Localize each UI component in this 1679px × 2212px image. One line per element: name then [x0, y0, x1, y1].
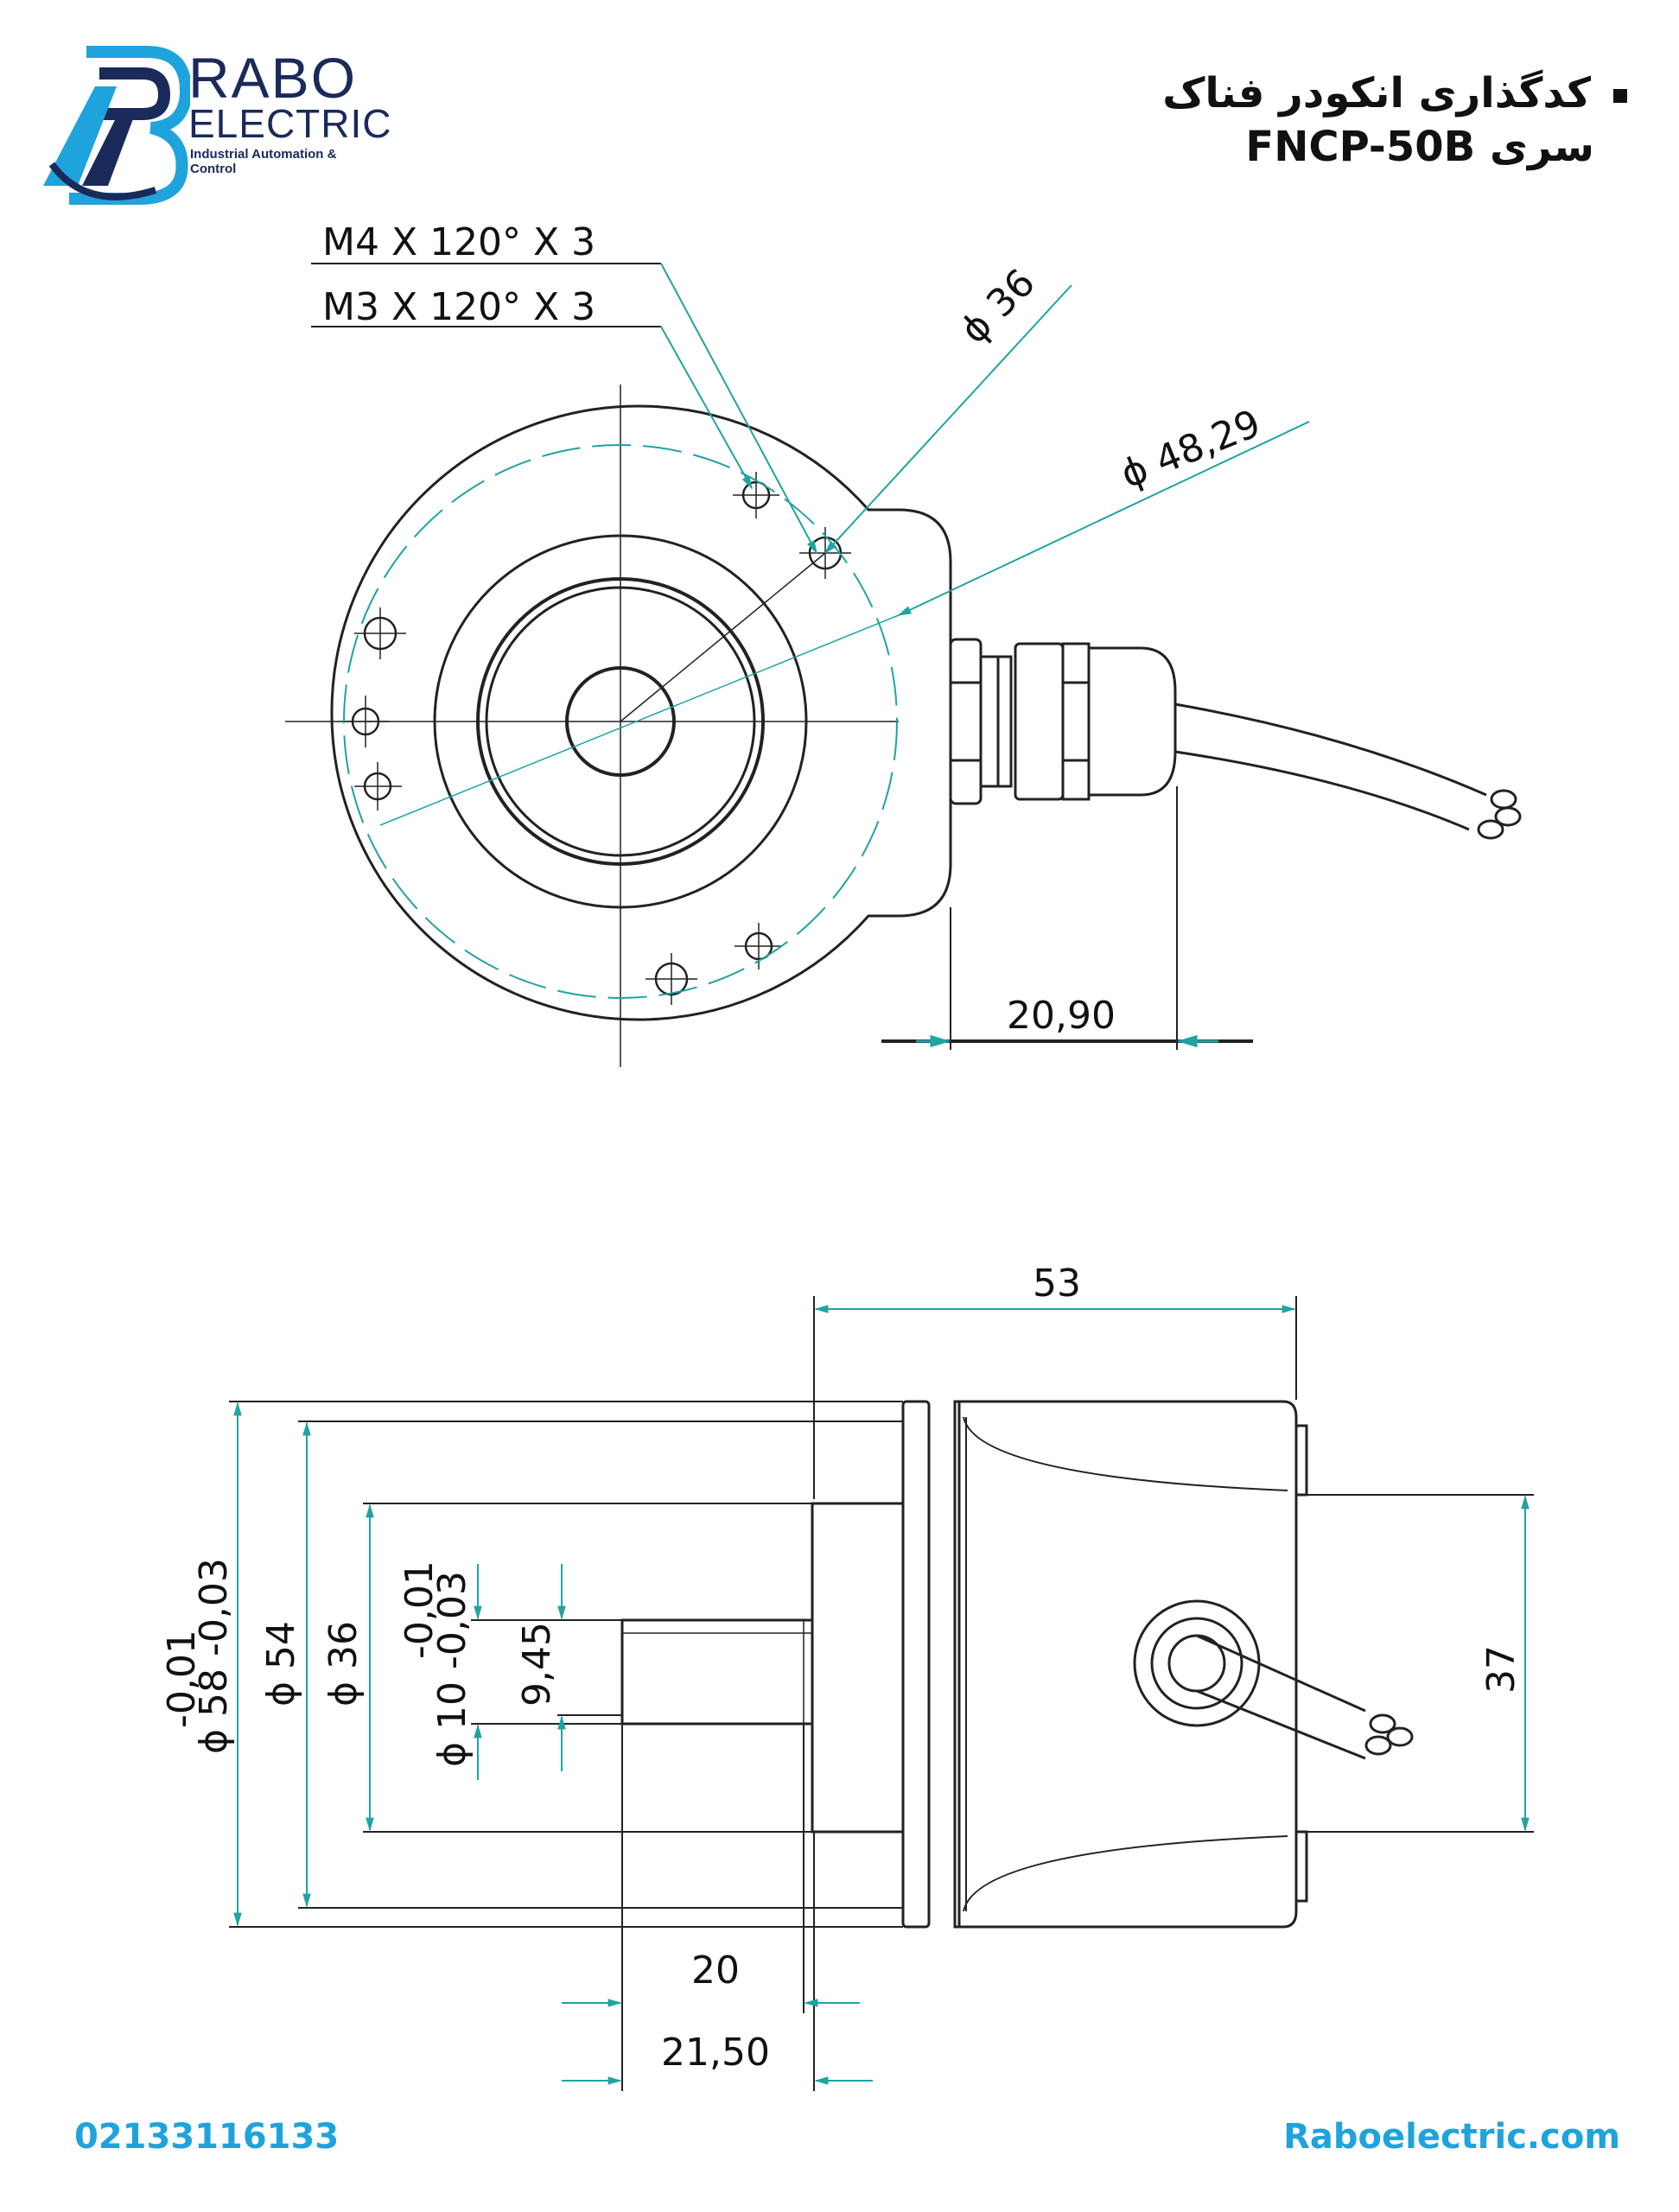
- title-line2: سری FNCP-50B: [1245, 123, 1594, 171]
- label-dia-10-tol-upper: -0,01: [397, 1560, 442, 1659]
- label-dia-36: ϕ 36: [952, 261, 1044, 353]
- label-flat-945: 9,45: [515, 1622, 559, 1707]
- label-cable-offset: 20,90: [1007, 994, 1116, 1038]
- hub: [811, 1502, 905, 1834]
- label-dia-48: ϕ 48,29: [1115, 402, 1267, 498]
- side-cable-gland: [1133, 1599, 1414, 1760]
- footer-website[interactable]: Raboelectric.com: [1283, 2117, 1620, 2157]
- brand-logo: RABO ELECTRIC Industrial Automation & Co…: [35, 35, 391, 207]
- label-overall-53: 53: [1033, 1262, 1081, 1306]
- label-dia-58: ϕ 58 -0,03: [192, 1558, 236, 1754]
- label-dia-36-side: ϕ 36: [321, 1621, 366, 1707]
- shaft: [620, 1618, 814, 1726]
- title-line1: کدگذاری انکودر فناک: [1162, 69, 1627, 118]
- side-view: [620, 1400, 1414, 1929]
- cable-gland: [949, 638, 1522, 840]
- label-shaft-20: 20: [691, 1948, 740, 1993]
- brand-name-top: RABO: [188, 46, 358, 110]
- encoder-body-outline: [330, 404, 952, 1021]
- side-view-labels: 53 -0,01 ϕ 58 -0,03 ϕ 54 ϕ 36 -0,01 ϕ 10…: [160, 1262, 1523, 2075]
- pcd-48-circle: [343, 444, 898, 999]
- front-view: [285, 385, 1522, 1067]
- side-view-dimensions: [229, 1296, 1534, 2091]
- brand-name-bottom: ELECTRIC: [188, 101, 392, 146]
- label-height-37: 37: [1479, 1645, 1523, 1694]
- logo-mark-icon: [43, 46, 193, 205]
- label-dia-58-tol-upper: -0,01: [160, 1630, 204, 1728]
- label-m4: M4 X 120° X 3: [322, 220, 595, 264]
- label-dia-54: ϕ 54: [259, 1621, 303, 1707]
- footer-phone: 02133116133: [74, 2117, 340, 2157]
- body: [953, 1400, 1298, 1929]
- flange: [901, 1400, 931, 1929]
- title-line1-text: کدگذاری انکودر فناک: [1162, 69, 1591, 118]
- page-title: کدگذاری انکودر فناک سری FNCP-50B: [1162, 69, 1627, 171]
- brand-tagline: Industrial Automation & Control: [190, 147, 337, 176]
- label-shaft-2150: 21,50: [661, 2031, 770, 2075]
- front-view-dimensions: [311, 263, 1310, 1050]
- label-m3: M3 X 120° X 3: [322, 285, 595, 329]
- front-view-labels: M4 X 120° X 3 M3 X 120° X 3 ϕ 36 ϕ 48,29…: [322, 220, 1267, 1038]
- bullet-icon: [1613, 89, 1627, 103]
- label-dia-10: ϕ 10 -0,03: [430, 1571, 474, 1767]
